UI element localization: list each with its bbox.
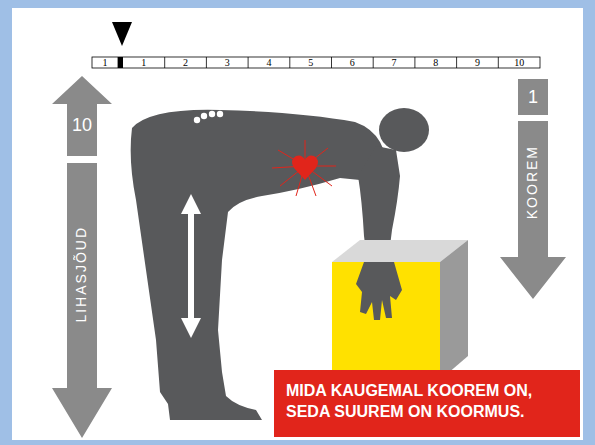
message-text: MIDA KAUGEMAL KOOREM ON, SEDA SUUREM ON … [286,380,554,422]
pointer-triangle [112,22,132,46]
scale-number: 6 [332,57,374,68]
scale-number: 1 [92,57,118,68]
scale-ticks [118,57,498,68]
scale-number: 4 [248,57,290,68]
scale-number: 8 [415,57,457,68]
scale-number: 5 [290,57,332,68]
scale-number: 3 [206,57,248,68]
scale-number: 2 [165,57,207,68]
hand [356,262,402,320]
arrow-part [52,163,112,438]
scale-bar [92,57,540,68]
heart-strain [272,140,336,196]
scale-marker [118,57,123,68]
joint-dots [194,111,223,123]
scale-number: 10 [498,57,540,68]
scale-number: 7 [373,57,415,68]
leg-arrow [181,194,201,338]
arrow-label: KOOREM [524,145,540,219]
load-box [332,240,468,380]
scale-value: 10 [52,114,112,136]
arrow-part [52,76,112,156]
scale-number: 1 [123,57,165,68]
scale-number: 9 [457,57,499,68]
arrow-part [500,121,566,299]
message-box: MIDA KAUGEMAL KOOREM ON, SEDA SUUREM ON … [274,370,580,437]
scale-value: 1 [500,86,566,108]
muscle-force-arrow: 10LIHASJÕUD [52,76,112,438]
arrow-label: LIHASJÕUD [73,226,89,323]
load-arrow: 1KOOREM [500,79,566,299]
